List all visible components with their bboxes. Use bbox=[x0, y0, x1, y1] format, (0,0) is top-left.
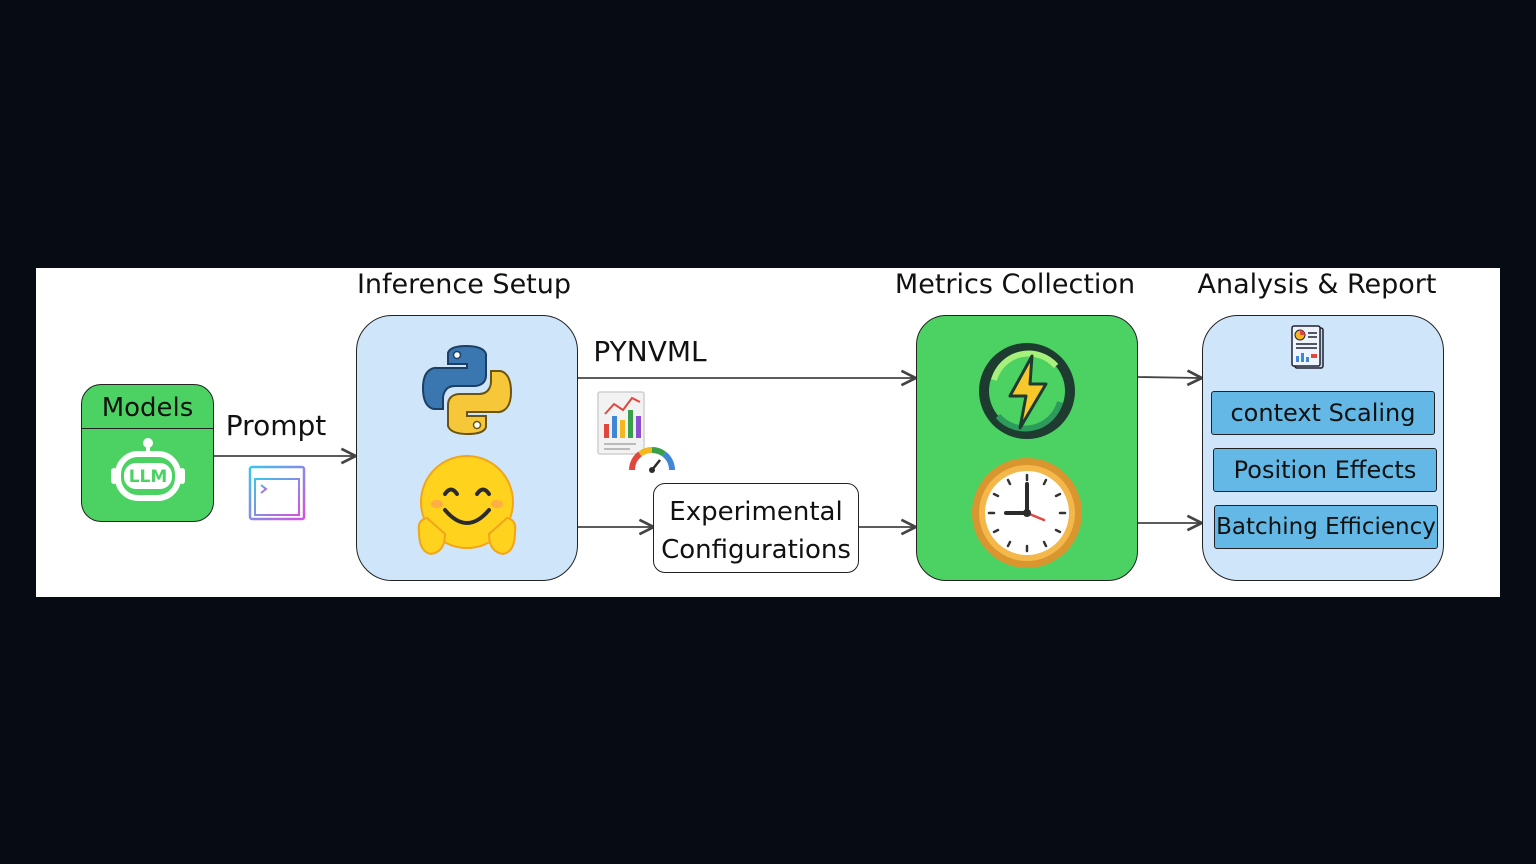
experimental-configurations-box: Experimental Configurations bbox=[653, 483, 859, 573]
position-effects-item: Position Effects bbox=[1213, 448, 1437, 492]
experimental-line2: Configurations bbox=[661, 535, 851, 565]
connector-arrows bbox=[214, 268, 1500, 597]
prompt-label: Prompt bbox=[225, 409, 327, 442]
chart-report-icon bbox=[597, 391, 645, 455]
python-logo-icon bbox=[421, 344, 513, 436]
context-scaling-item: context Scaling bbox=[1211, 391, 1435, 435]
gauge-icon bbox=[629, 447, 675, 473]
models-box: Models LLM bbox=[81, 384, 214, 522]
clock-icon bbox=[972, 458, 1082, 568]
models-title: Models bbox=[101, 393, 194, 423]
metrics-collection-box bbox=[916, 315, 1138, 581]
inference-setup-box bbox=[356, 315, 578, 581]
batching-efficiency-item: Batching Efficiency bbox=[1214, 505, 1438, 549]
models-divider bbox=[82, 428, 213, 429]
analysis-report-title: Analysis & Report bbox=[1197, 269, 1437, 300]
hugging-face-emoji-icon bbox=[417, 455, 517, 556]
experimental-line1: Experimental bbox=[669, 497, 843, 527]
pynvml-label: PYNVML bbox=[593, 335, 707, 368]
energy-cycle-icon bbox=[979, 343, 1075, 439]
inference-setup-title: Inference Setup bbox=[356, 269, 572, 300]
arrow-metrics-to-analysis-top bbox=[1137, 377, 1200, 378]
pipeline-diagram: Inference Setup Metrics Collection Analy… bbox=[36, 268, 1500, 597]
report-document-icon bbox=[1291, 325, 1324, 369]
svg-text:LLM: LLM bbox=[129, 467, 168, 487]
terminal-window-icon bbox=[248, 465, 306, 521]
llm-robot-icon: LLM bbox=[111, 438, 185, 501]
metrics-collection-title: Metrics Collection bbox=[894, 269, 1136, 300]
